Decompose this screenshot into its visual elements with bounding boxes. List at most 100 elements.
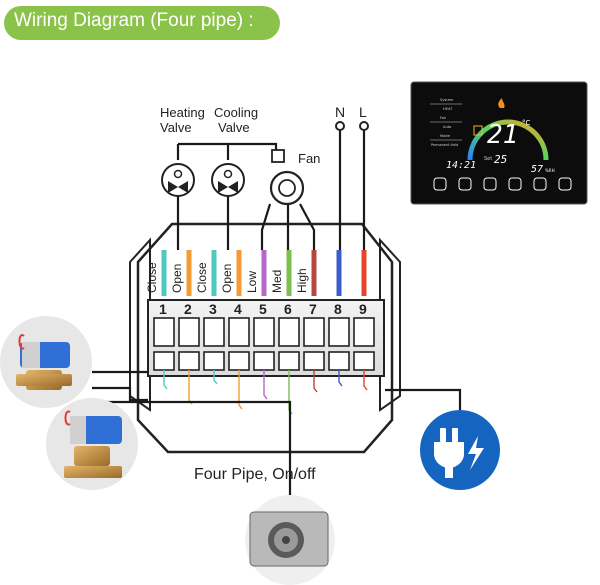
display-mode-icon (473, 125, 483, 136)
neutral-label: N (335, 104, 345, 120)
thermostat-housing (136, 222, 394, 454)
wire-top-5 (261, 250, 267, 296)
terminal-function-2: Open (170, 264, 184, 293)
diagram-caption: Four Pipe, On/off (194, 466, 316, 483)
wire-top-2 (186, 250, 192, 296)
wire-top-1 (161, 250, 167, 296)
cooling-valve-icon (211, 163, 245, 197)
terminal-slot-2 (178, 317, 200, 347)
display-buttons (433, 177, 572, 191)
terminal-function-5: Low (245, 271, 259, 293)
terminal-screw-8 (328, 351, 350, 371)
wire-bottom-7 (313, 370, 318, 393)
terminal-screw-7 (303, 351, 325, 371)
live-terminal (359, 121, 369, 131)
wire-top-4 (236, 250, 242, 296)
cooling-valve-label-2: Valve (218, 120, 250, 135)
heating-valve-label-2: Valve (160, 120, 192, 135)
valve-actuator-2 (46, 398, 138, 490)
wire-bottom-4 (238, 370, 243, 410)
cooling-valve-label: Cooling (214, 105, 258, 120)
wire-bottom-9 (363, 370, 368, 391)
wire-top-8 (336, 250, 342, 296)
wire-top-9 (361, 250, 367, 296)
wire-top-3 (211, 250, 217, 296)
terminal-function-4: Open (220, 264, 234, 293)
terminal-screw-4 (228, 351, 250, 371)
wire-bottom-8 (338, 370, 343, 387)
terminal-number-8: 8 (334, 301, 342, 317)
display-menu-heat: HEAT (443, 107, 453, 111)
terminal-slots (153, 317, 375, 371)
display-menu-system: System (440, 98, 454, 102)
terminal-number-6: 6 (284, 301, 292, 317)
terminal-slot-6 (278, 317, 300, 347)
terminal-slot-4 (228, 317, 250, 347)
display-set-label: Set (484, 156, 492, 162)
fan-motor-icon (269, 149, 305, 206)
display-humidity: 57 (531, 164, 543, 175)
wire-bottom-3 (213, 370, 218, 385)
terminal-screw-5 (253, 351, 275, 371)
terminal-number-9: 9 (359, 301, 367, 317)
thermostat-display: System HEAT Fan Auto Mode Permanent Hold… (410, 81, 588, 205)
power-icon (433, 177, 447, 191)
home-icon (533, 177, 547, 191)
terminal-screw-3 (203, 351, 225, 371)
terminal-screw-2 (178, 351, 200, 371)
display-menu-mode: Mode (440, 134, 451, 138)
housing-tab-right (379, 237, 401, 412)
fan-label: Fan (298, 151, 320, 166)
heating-valve-label: Heating (160, 105, 205, 120)
display-temperature: 21 (487, 120, 518, 150)
display-menu-fan: Fan (440, 116, 446, 120)
wifi-icon (558, 177, 572, 191)
terminal-slot-8 (328, 317, 350, 347)
terminal-slot-7 (303, 317, 325, 347)
power-plug-icon (420, 410, 500, 490)
wire-top-6 (286, 250, 292, 296)
terminal-function-1: Close (145, 262, 159, 293)
valve-actuator-1 (0, 316, 92, 408)
housing-tab-left (129, 237, 151, 412)
terminal-number-1: 1 (159, 301, 167, 317)
flame-icon (498, 98, 505, 108)
terminal-slot-9 (353, 317, 375, 347)
output-wiring (92, 370, 462, 498)
display-temperature-unit: °C (522, 119, 531, 127)
clock-icon (508, 177, 522, 191)
neutral-terminal (335, 121, 345, 131)
terminal-screw-6 (278, 351, 300, 371)
terminal-number-2: 2 (184, 301, 192, 317)
display-humidity-unit: %RH (545, 168, 555, 173)
terminal-slot-3 (203, 317, 225, 347)
display-clock: 14:21 (446, 160, 476, 171)
colored-wires (161, 250, 368, 415)
terminal-number-5: 5 (259, 301, 267, 317)
terminal-number-7: 7 (309, 301, 317, 317)
diagram-title: Wiring Diagram (Four pipe) : (14, 10, 254, 31)
top-wiring (176, 128, 366, 250)
display-set-temperature: 25 (494, 153, 507, 166)
display-menu-auto: Auto (443, 125, 451, 129)
terminal-number-3: 3 (209, 301, 217, 317)
heating-valve-icon (161, 163, 195, 197)
terminal-function-6: Med (270, 270, 284, 293)
terminal-function-7: High (295, 268, 309, 293)
wire-bottom-5 (263, 370, 268, 400)
title-banner (4, 6, 280, 40)
display-menu-hold: Permanent Hold (431, 143, 458, 147)
menu-icon (458, 177, 472, 191)
wire-bottom-1 (163, 370, 168, 390)
terminal-slot-5 (253, 317, 275, 347)
terminal-screw-1 (153, 351, 175, 371)
terminal-slot-1 (153, 317, 175, 347)
terminal-screw-9 (353, 351, 375, 371)
fahrenheit-icon (483, 177, 497, 191)
terminal-number-4: 4 (234, 301, 242, 317)
terminal-function-3: Close (195, 262, 209, 293)
blower-fan-photo (245, 495, 335, 585)
wire-top-7 (311, 250, 317, 296)
